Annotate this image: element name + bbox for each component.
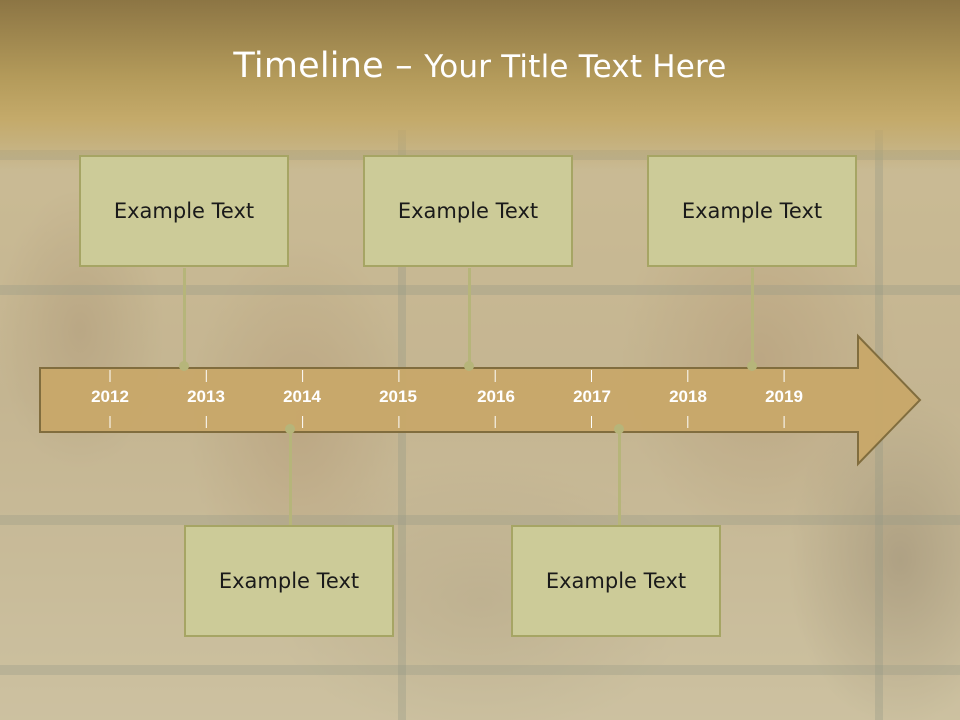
year-label: 2012 — [91, 387, 129, 406]
event-connector — [751, 268, 754, 366]
tick-group — [109, 370, 785, 428]
title-main: Timeline — [233, 46, 384, 86]
year-label: 2015 — [379, 387, 417, 406]
event-text: Example Text — [218, 569, 360, 593]
event-marker — [464, 361, 474, 371]
event-text: Example Text — [681, 199, 823, 223]
title-dash: – — [383, 46, 425, 86]
event-text: Example Text — [113, 199, 255, 223]
event-box-bottom[interactable]: Example Text — [511, 525, 721, 637]
event-connector — [618, 430, 621, 526]
year-label: 2014 — [283, 387, 321, 406]
timeline-arrow-shape — [39, 333, 922, 467]
event-marker — [179, 361, 189, 371]
event-connector — [183, 268, 186, 366]
event-connector — [468, 268, 471, 366]
event-box-top[interactable]: Example Text — [363, 155, 573, 267]
title-sub: Your Title Text Here — [424, 49, 727, 85]
event-box-top[interactable]: Example Text — [79, 155, 289, 267]
year-label: 2019 — [765, 387, 803, 406]
event-box-bottom[interactable]: Example Text — [184, 525, 394, 637]
event-connector — [289, 430, 292, 526]
title-band — [0, 0, 960, 170]
event-marker — [614, 424, 624, 434]
event-text: Example Text — [545, 569, 687, 593]
event-box-top[interactable]: Example Text — [647, 155, 857, 267]
event-text: Example Text — [397, 199, 539, 223]
year-label: 2013 — [187, 387, 225, 406]
event-marker — [747, 361, 757, 371]
year-label: 2018 — [669, 387, 707, 406]
year-label: 2017 — [573, 387, 611, 406]
event-marker — [285, 424, 295, 434]
year-label: 2016 — [477, 387, 515, 406]
slide-title: Timeline – Your Title Text Here — [0, 44, 960, 89]
